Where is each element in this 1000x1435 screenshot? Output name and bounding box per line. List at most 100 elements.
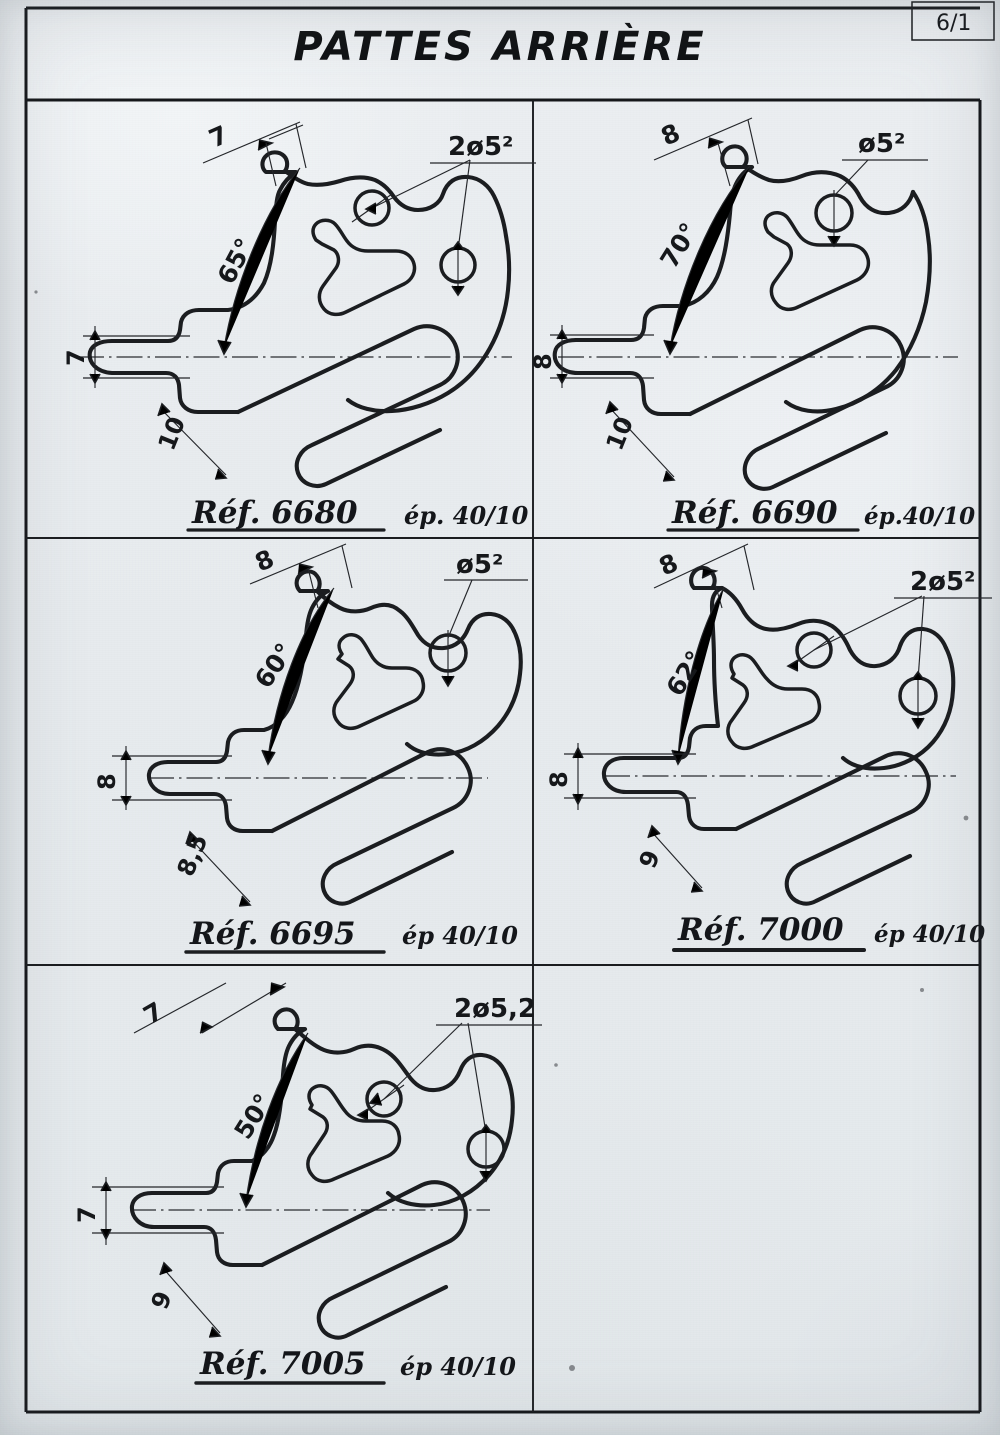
leg-dim-7005: 9	[146, 1287, 178, 1313]
hole-label-7005: 2ø5,2	[454, 994, 536, 1024]
diagonal-tab-lower	[295, 427, 443, 488]
left-dimension	[564, 743, 696, 810]
leg-dimension	[157, 402, 228, 480]
left-dimension	[83, 326, 190, 388]
top-dimension-line	[133, 982, 287, 1034]
bracket-outline-top-lobe	[719, 585, 949, 669]
bracket-outline-top-lobe	[314, 588, 517, 651]
bracket-outline	[87, 338, 241, 415]
leg-dimension	[185, 830, 252, 907]
top-dim-6680: 7	[205, 120, 233, 154]
bracket-outline-right	[783, 189, 932, 414]
inner-slot	[763, 211, 871, 312]
top-dim-6695: 8	[251, 544, 279, 578]
bracket-outline-upper	[149, 1007, 308, 1196]
bracket-outline	[146, 759, 275, 834]
hole-leader	[364, 159, 536, 251]
panel-7005: 2ø5,2 7 50° 7 9 Réf. 7005 ép	[73, 982, 542, 1385]
bracket-outline	[601, 755, 739, 832]
leg-dim-7000: 9	[634, 846, 666, 872]
hole-leader	[833, 159, 928, 197]
page-number-box	[911, 1, 995, 41]
bracket-outline-right	[345, 233, 512, 414]
panel-6690: ø5² 8 70° 8 10 Réf. 6690 ép.	[529, 117, 975, 532]
hole-lower	[439, 243, 477, 297]
diagonal-tab	[687, 325, 906, 480]
caption-thickness-6690: ép.40/10	[864, 503, 975, 530]
inner-slot	[311, 218, 417, 317]
left-dim-6680: 7	[62, 349, 90, 366]
caption-ref-7000: Réf. 7000	[677, 912, 844, 948]
hole-label-6680: 2ø5²	[448, 132, 513, 162]
top-dimension-line	[653, 543, 755, 609]
hole-lower	[898, 672, 938, 730]
hole-leader	[813, 595, 992, 681]
caption-thickness-7000: ép 40/10	[874, 921, 985, 948]
left-dim-6695: 8	[93, 773, 121, 790]
left-dimension	[92, 1177, 224, 1245]
hole-lower	[466, 1125, 506, 1183]
leg-dim-6695: 8,5	[172, 830, 214, 880]
bracket-outline-upper	[109, 150, 299, 344]
hole-leader	[368, 1022, 542, 1134]
top-dimension-line	[202, 121, 307, 187]
bracket-outline-top-lobe	[282, 168, 509, 239]
diagonal-tab-lower	[785, 853, 913, 906]
angle-arc	[261, 587, 335, 766]
left-dimension	[550, 325, 654, 388]
diagonal-tab	[269, 747, 473, 894]
left-dim-7005: 7	[73, 1206, 101, 1223]
bracket-outline	[552, 337, 693, 417]
panel-6680: 2ø5² 7 65° 7 10	[62, 120, 536, 532]
page-title: PATTES ARRIÈRE	[293, 22, 706, 70]
panel-6695: ø5² 8 60° 8 8,5 Réf. 6695 ép	[93, 543, 528, 954]
top-dimension-line	[249, 543, 353, 609]
bracket-outline-top-lobe	[741, 163, 916, 216]
diagonal-tab	[259, 1180, 468, 1328]
caption-ref-6690: Réf. 6690	[671, 495, 838, 531]
diagonal-tab-lower	[317, 1284, 449, 1340]
left-dim-6690: 8	[529, 353, 557, 370]
diagonal-tab-lower	[321, 849, 455, 906]
hole-label-6695: ø5²	[456, 550, 503, 580]
diagonal-tab	[235, 324, 460, 476]
hole-upper	[428, 630, 468, 688]
angle-arc	[217, 167, 301, 356]
top-dimension-line	[653, 117, 759, 187]
leg-dimension	[647, 824, 704, 893]
hole-label-6690: ø5²	[858, 129, 905, 159]
left-dim-7000: 8	[545, 771, 573, 788]
hole-upper	[814, 190, 854, 248]
top-dim-6690: 8	[657, 118, 685, 152]
caption-thickness-6695: ép 40/10	[402, 921, 518, 950]
sheet-frame	[24, 6, 982, 1414]
leg-dim-6680: 10	[153, 413, 191, 454]
caption-ref-6680: Réf. 6680	[191, 495, 358, 531]
caption-ref-7005: Réf. 7005	[199, 1346, 366, 1382]
caption-thickness-7005: ép 40/10	[400, 1352, 516, 1381]
angle-arc	[239, 1032, 309, 1209]
top-dim-7005: 7	[139, 996, 169, 1030]
bracket-outline-right	[840, 645, 956, 771]
left-dimension	[112, 746, 232, 810]
scan-artifacts	[34, 290, 969, 1371]
hole-leader	[444, 579, 528, 639]
caption-thickness-6680: ép. 40/10	[404, 501, 529, 530]
bracket-outline-right	[404, 628, 523, 757]
hole-label-7000: 2ø5²	[910, 567, 975, 597]
caption-ref-6695: Réf. 6695	[189, 916, 356, 952]
leg-dim-6690: 10	[601, 413, 639, 454]
leg-dimension	[159, 1261, 222, 1338]
diagonal-tab	[733, 751, 931, 894]
hole-upper	[786, 631, 835, 672]
bracket-outline-upper	[165, 569, 331, 765]
leg-dimension	[605, 400, 676, 482]
bracket-outline	[129, 1190, 265, 1268]
inner-slot	[306, 1084, 402, 1184]
page-number-label: 6/1	[936, 11, 971, 36]
inner-slot	[726, 653, 822, 751]
angle-arc	[663, 165, 751, 356]
panel-7000: 2ø5² 8 62° 8 9 Réf. 7000 ép	[545, 543, 992, 952]
diagonal-tab-lower	[743, 430, 889, 491]
